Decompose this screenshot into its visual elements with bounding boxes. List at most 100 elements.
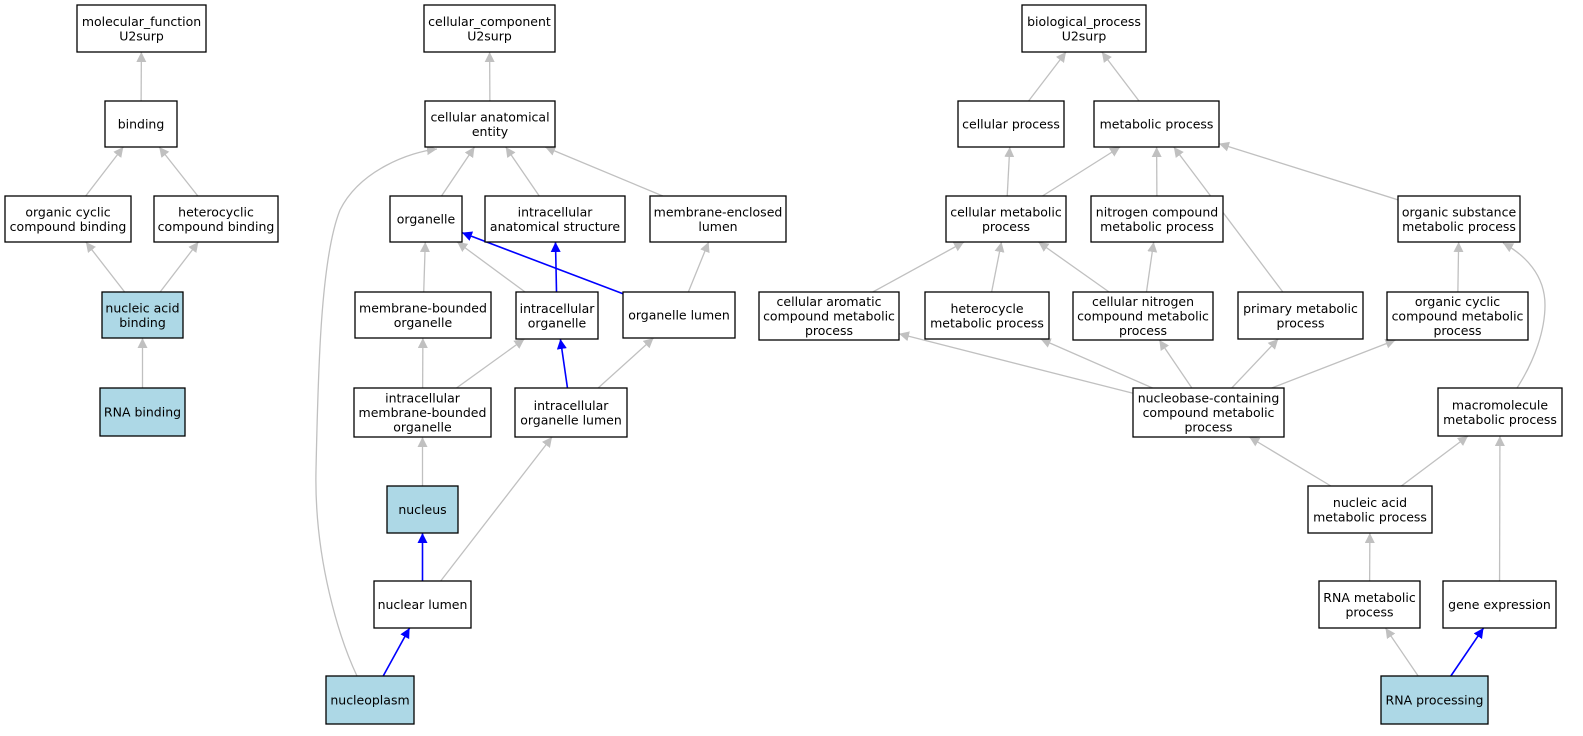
node-label-line: nucleic acid [105,300,179,315]
node-ge[interactable]: gene expression [1442,580,1557,629]
node-box [424,100,556,148]
node-label-line: process [1345,604,1393,619]
node-label-line: gene expression [1448,597,1551,612]
node-box [945,195,1067,243]
edge-iol-to-ol [597,337,654,389]
edge-ias-to-cae [505,146,540,197]
node-nl[interactable]: nuclear lumen [373,580,472,629]
node-label-line: heterocycle [950,301,1023,316]
node-label-line: process [1276,315,1324,330]
node-label-line: U2surp [1062,28,1107,43]
edge-hmp-to-cmp [990,241,1005,293]
node-binding[interactable]: binding [104,100,178,148]
node-label-line: biological_process [1027,14,1141,29]
edge-mbo-to-organelle [419,241,430,293]
node-label-line: anatomical structure [490,219,620,234]
edge-namp-to-nbccmp [1248,436,1332,487]
node-label-line: heterocyclic [178,204,254,219]
node-label-line: primary metabolic [1243,301,1358,316]
node-label-line: intracellular [518,204,594,219]
edge-iol-to-io [556,338,569,389]
node-label-line: nuclear lumen [378,597,468,612]
node-box [1090,195,1224,243]
node-nucleus[interactable]: nucleus [386,485,459,534]
edge-cmp-to-mp [1042,146,1121,197]
edge-mel-to-cae [544,146,664,197]
node-label-line: metabolic process [1402,219,1516,234]
node-label-line: compound binding [158,219,275,234]
node-mp[interactable]: metabolic process [1093,100,1220,148]
edge-np-to-nl [382,627,411,677]
node-rnab[interactable]: RNA binding [99,387,186,437]
edge-hcb-to-binding [158,146,199,197]
node-box [104,100,178,148]
edges-layer [85,51,1546,677]
edge-nbccmp-to-hmp [1040,338,1153,389]
node-box [354,291,492,339]
node-label-line: compound binding [10,219,127,234]
node-np[interactable]: nucleoplasm [325,675,415,725]
node-label-line: organic cyclic [25,204,110,219]
node-label-line: organic substance [1402,204,1517,219]
node-label-line: cellular metabolic [950,204,1062,219]
node-box [325,675,415,725]
node-label-line: metabolic process [1100,117,1214,132]
node-label-line: lumen [698,219,737,234]
node-box [1093,100,1220,148]
node-label-line: nucleobase-containing [1138,391,1280,406]
node-label-line: process [1184,420,1232,435]
node-label-line: cellular nitrogen [1092,294,1194,309]
node-box [153,195,279,243]
node-label-line: organelle [394,315,453,330]
node-box [423,4,556,53]
edge-ol-to-organelle [461,231,624,295]
node-label-line: membrane-bounded [359,405,487,420]
node-box [1386,291,1529,341]
node-rnap[interactable]: RNA processing [1380,675,1489,725]
edge-occmp-to-osmp [1453,241,1464,293]
node-label-line: molecular_function [82,14,201,29]
node-box [514,387,628,438]
node-label-line: nucleus [398,502,446,517]
node-label-line: organelle [393,420,452,435]
node-ol[interactable]: organelle lumen [622,291,736,339]
edge-nbccmp-to-pmp [1231,338,1279,389]
edge-cmp-to-cp [1004,146,1015,197]
node-box [76,4,207,53]
node-box [1237,291,1364,340]
node-label-line: process [1433,323,1481,338]
edge-nbccmp-to-cacmp [898,331,1134,394]
node-label-line: membrane-bounded [359,300,487,315]
node-organelle[interactable]: organelle [389,195,463,243]
edge-organelle-to-cae [440,146,476,197]
node-cp[interactable]: cellular process [957,100,1065,148]
node-label-line: compound metabolic [1392,309,1524,324]
edge-nl-to-iol [440,436,553,582]
node-label-line: binding [119,315,166,330]
